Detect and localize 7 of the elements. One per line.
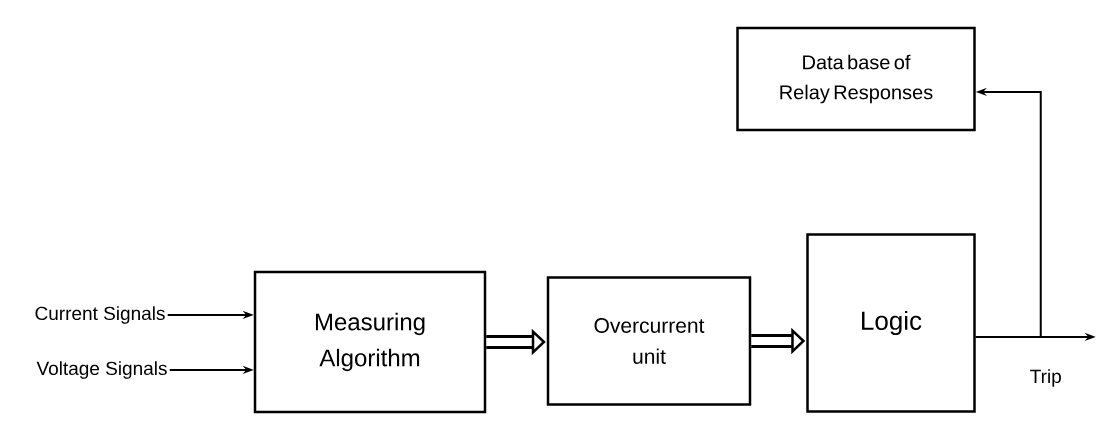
- process-box: Measuring Algorithm: [253, 270, 487, 414]
- edge-label: Trip: [1028, 368, 1063, 388]
- process-box: Data base of Relay Responses: [736, 26, 976, 132]
- process-box: Logic: [806, 233, 976, 413]
- process-box: Overcurrent unit: [546, 276, 752, 406]
- signal-label: Current Signals: [35, 306, 165, 324]
- signal-label: Voltage Signals: [36, 361, 167, 379]
